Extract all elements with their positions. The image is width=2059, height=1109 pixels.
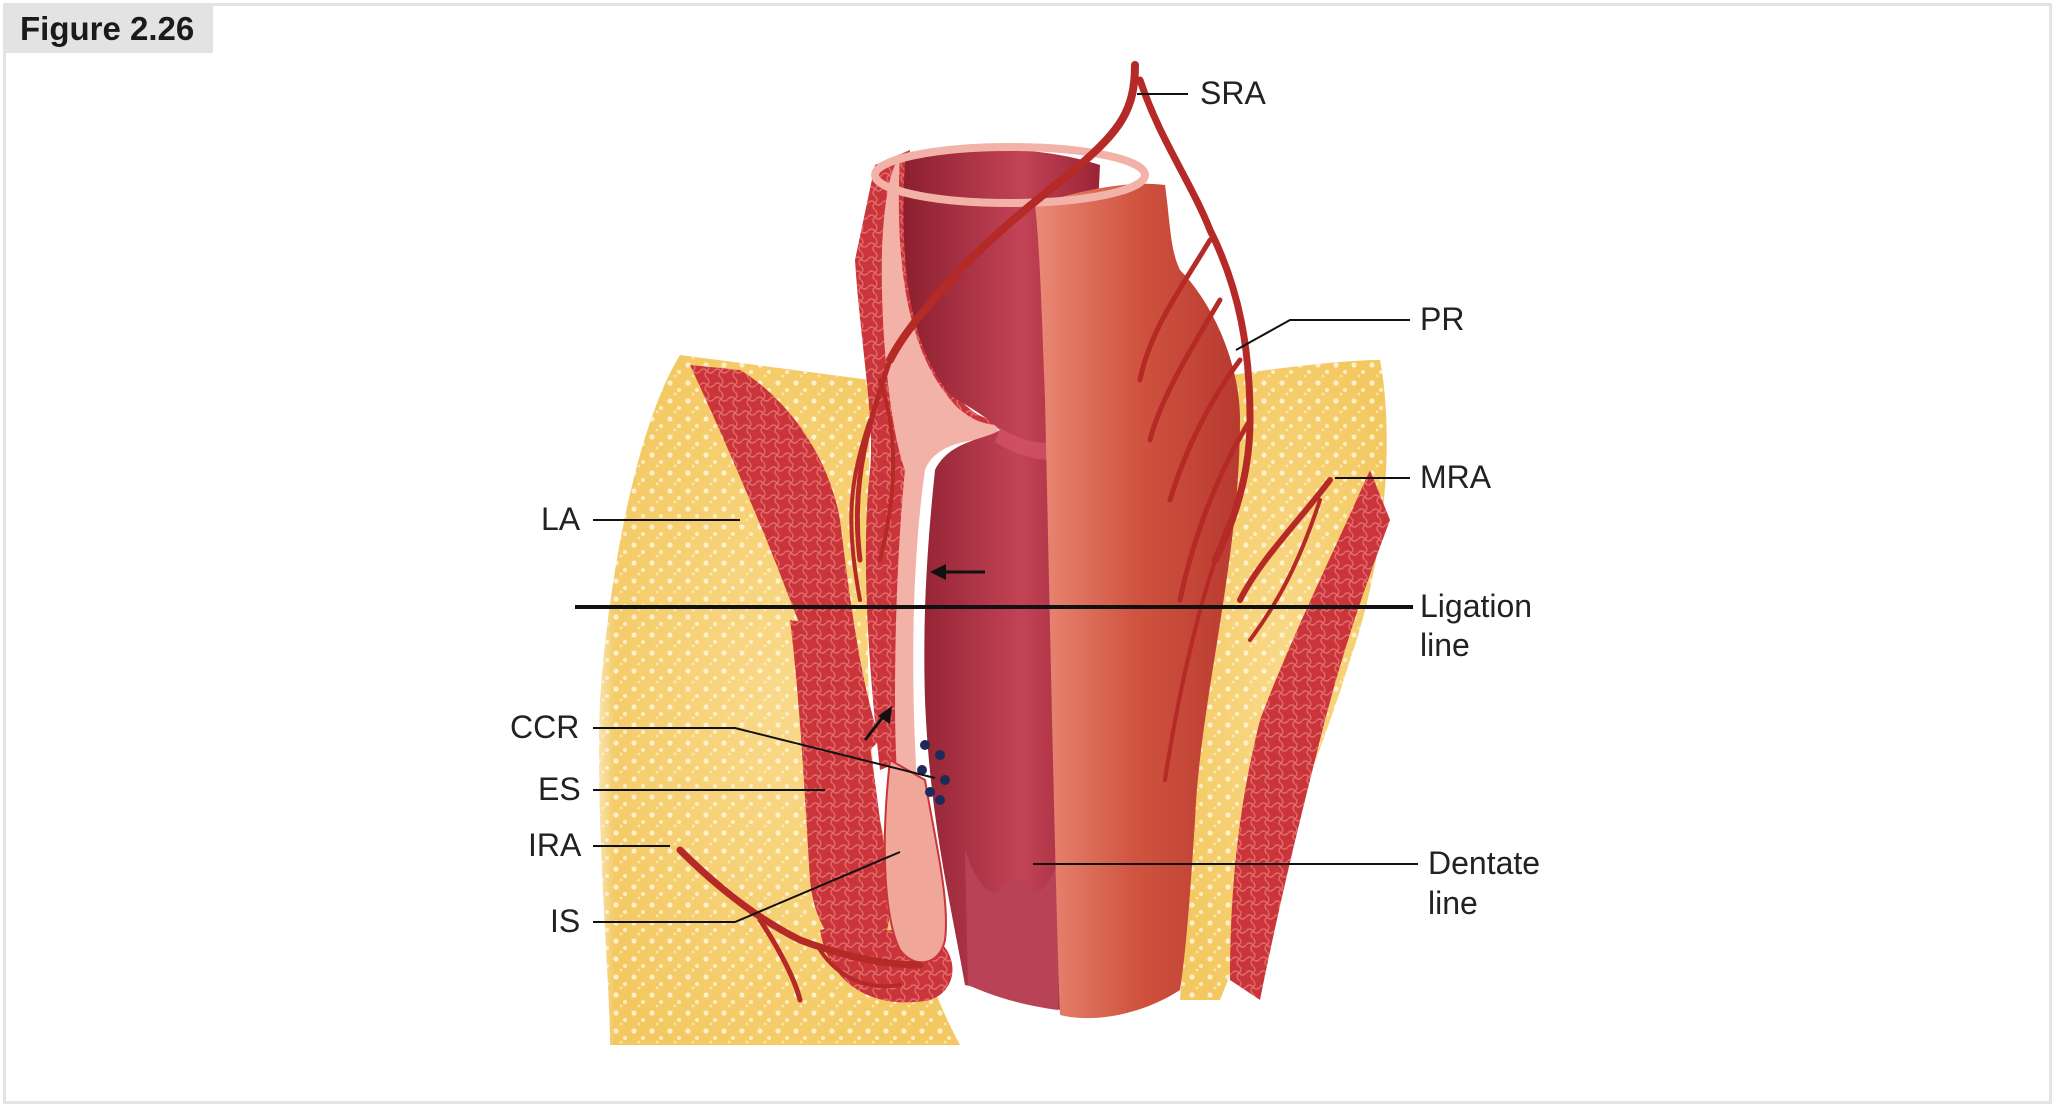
arrow-lumen <box>930 564 985 580</box>
arrow-ccr <box>863 706 892 741</box>
figure-tab <box>3 3 213 53</box>
ccr-dots <box>917 740 950 805</box>
label-is: IS <box>550 903 580 939</box>
internal-sphincter <box>883 758 947 964</box>
label-dentate-line-2: line <box>1428 885 1478 921</box>
rectal-wall-right <box>1035 183 1240 1019</box>
label-es: ES <box>538 771 581 807</box>
label-ligation-line-1: Ligation <box>1420 588 1532 624</box>
label-ira: IRA <box>528 827 582 863</box>
vessels <box>676 61 1333 1003</box>
label-sra: SRA <box>1200 75 1266 111</box>
rectal-fold <box>995 428 1062 461</box>
figure-label: Figure 2.26 <box>20 10 195 47</box>
anal-columns <box>965 850 1060 1010</box>
label-mra: MRA <box>1420 459 1492 495</box>
label-dentate-line-1: Dentate <box>1428 845 1540 881</box>
figure-frame <box>3 3 2052 1104</box>
label-ccr: CCR <box>510 709 579 745</box>
levator-ani-right <box>1230 470 1390 1000</box>
label-ligation-line-2: line <box>1420 627 1470 663</box>
leader-lines <box>593 93 1418 923</box>
label-la: LA <box>541 501 581 537</box>
label-pr: PR <box>1420 301 1464 337</box>
external-sphincter-left <box>790 620 890 952</box>
rectal-opening-rim <box>871 143 1149 207</box>
mucosa-cut-edge <box>881 155 1000 935</box>
